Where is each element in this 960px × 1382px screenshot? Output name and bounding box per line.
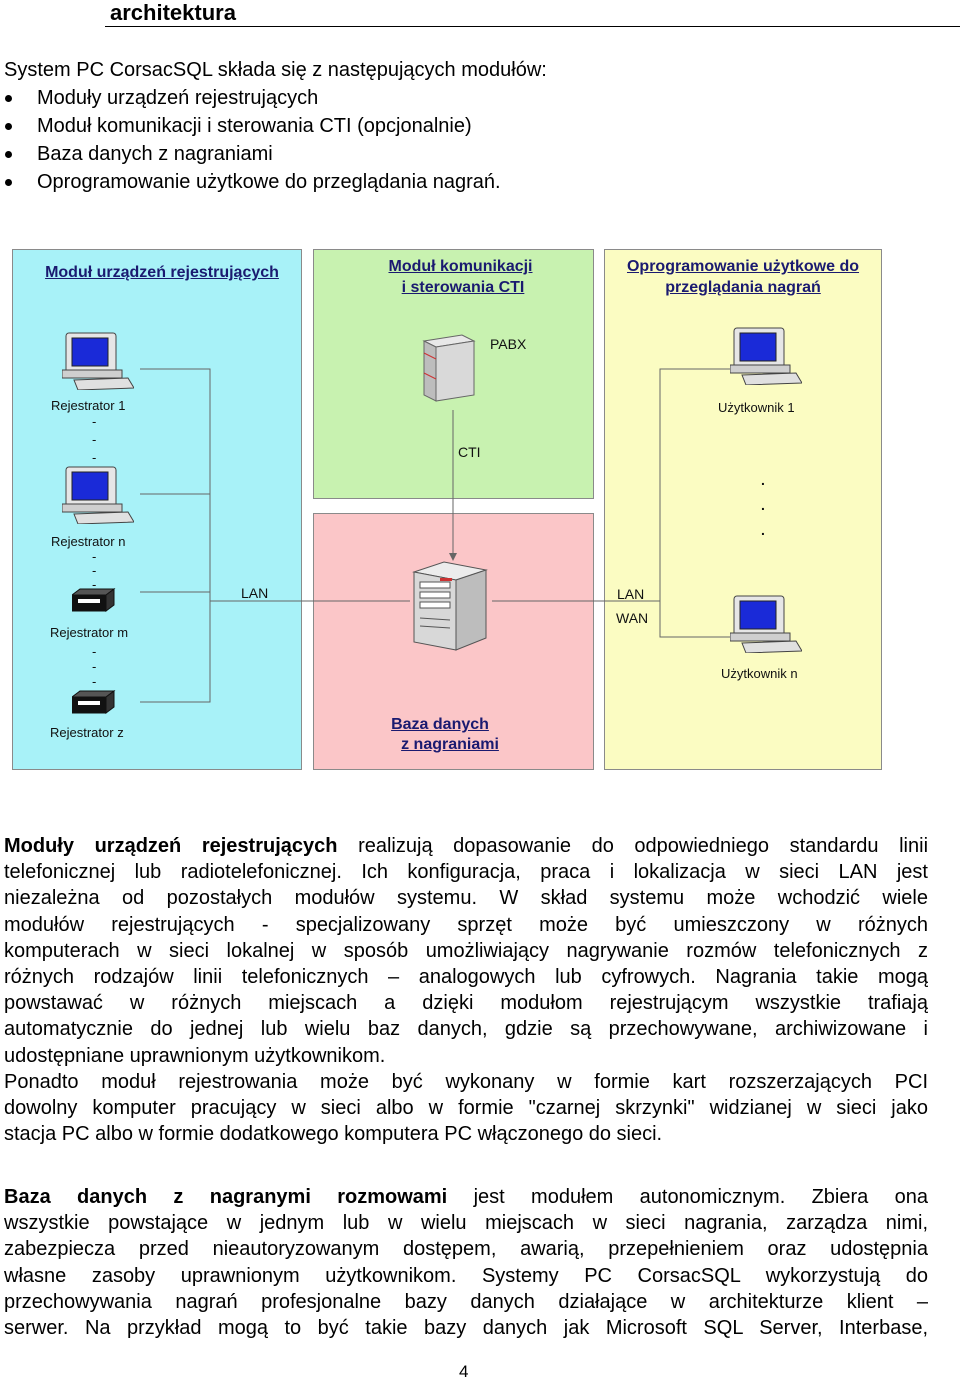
text-line: przechowywania nagrań profesjonalne bazy…: [4, 1290, 928, 1313]
text-line: dowolny komputer pracujący w sieci albo …: [4, 1097, 928, 1120]
bullet-icon: [5, 179, 12, 186]
text-line: realizują dopasowanie do odpowiedniego s…: [358, 835, 929, 857]
dash: -: [92, 563, 97, 578]
connection-lines: [140, 368, 730, 703]
user-n-computer-icon: [730, 595, 802, 653]
recorder-z-blackbox-icon: [72, 690, 116, 714]
ellipsis-dot: .: [761, 522, 765, 538]
dash: -: [92, 414, 97, 429]
list-item-label: Moduły urządzeń rejestrujących: [37, 87, 319, 109]
list-item: Baza danych z nagraniami: [0, 140, 501, 168]
bullet-icon: [5, 123, 12, 130]
recorder-1-computer-icon: [62, 332, 134, 390]
panel-user-title-line2: przeglądania nagrań: [665, 279, 821, 296]
text-line: różnych rodzajów linii telefonicznych – …: [4, 966, 928, 989]
text-line: automatycznie do jednej lub wielu baz da…: [4, 1018, 928, 1041]
bullet-icon: [5, 95, 12, 102]
panel-left-title: Moduł urządzeń rejestrujących: [45, 264, 279, 281]
text-line: powstawać w różnych miejscach a dzięki m…: [4, 992, 928, 1015]
pabx-cabinet-icon: [422, 334, 476, 402]
list-item: Moduły urządzeń rejestrujących: [0, 84, 501, 112]
module-list: Moduły urządzeń rejestrujących Moduł kom…: [0, 84, 501, 196]
list-item-label: Oprogramowanie użytkowe do przeglądania …: [37, 171, 501, 193]
panel-cti-title-line1: Moduł komunikacji: [388, 258, 533, 275]
text-line: zabezpiecza przed nieautoryzowanym dostę…: [4, 1238, 928, 1261]
text-line: Ponadto moduł rejestrowania może być wyk…: [4, 1070, 928, 1093]
lan-right-label: LAN: [617, 586, 645, 602]
list-item: Moduł komunikacji i sterowania CTI (opcj…: [0, 112, 501, 140]
text-line: udostępniane uprawnionym użytkownikom.: [4, 1044, 386, 1067]
dash: -: [92, 432, 97, 447]
intro-text: System PC CorsacSQL składa się z następu…: [4, 59, 547, 81]
text-line: komputerach w sieci lokalnej w sposób um…: [4, 939, 928, 962]
ellipsis-dot: .: [761, 472, 765, 488]
text-line: własne zasoby uprawnionym użytkownikom. …: [4, 1264, 928, 1287]
ellipsis-dot: .: [761, 497, 765, 513]
recorder-m-label: Rejestrator m: [50, 625, 129, 640]
recorder-1-label: Rejestrator 1: [51, 398, 126, 413]
list-item: Oprogramowanie użytkowe do przeglądania …: [0, 168, 501, 196]
paragraph-bold-lead: Moduły urządzeń rejestrujących: [4, 835, 338, 857]
user-1-computer-icon: [730, 327, 802, 385]
dash: -: [92, 659, 97, 674]
database-server-icon: [412, 561, 488, 651]
cti-label: CTI: [458, 444, 481, 460]
text-line: jest modułem autonomicznym. Zbiera ona: [473, 1186, 928, 1208]
recorder-m-blackbox-icon: [72, 588, 116, 612]
text-line: serwer. Na przykład mogą to być takie ba…: [4, 1317, 928, 1340]
text-line: modułów rejestrujących - specjalizowany …: [4, 913, 928, 936]
text-line: stacja PC albo w formie dodatkowego komp…: [4, 1123, 663, 1146]
dash: -: [92, 450, 97, 465]
dash: -: [92, 644, 97, 659]
panel-db-title-line1: Baza danych: [391, 716, 489, 733]
text-line: niezależna od pozostałych modułów system…: [4, 887, 928, 910]
recorder-n-label: Rejestrator n: [51, 534, 126, 549]
text-line: telefonicznej lub radiotelefonicznej. Ic…: [4, 861, 928, 884]
paragraph-database: Baza danych z nagranymi rozmowami jest m…: [4, 1184, 928, 1341]
list-item-label: Baza danych z nagraniami: [37, 143, 273, 165]
lan-left-label: LAN: [241, 585, 269, 601]
paragraph-bold-lead: Baza danych z nagranymi rozmowami: [4, 1186, 448, 1208]
panel-recording-modules: [12, 249, 302, 770]
dash: -: [92, 577, 97, 592]
bullet-icon: [5, 151, 12, 158]
page-number: 4: [459, 1362, 469, 1381]
panel-db-title-line2: z nagraniami: [401, 736, 499, 753]
list-item-label: Moduł komunikacji i sterowania CTI (opcj…: [37, 115, 472, 137]
heading-rule: [105, 26, 960, 27]
architecture-diagram: Moduł urządzeń rejestrujących Moduł komu…: [0, 245, 900, 775]
section-heading: architektura: [110, 0, 236, 25]
pabx-label: PABX: [490, 336, 527, 352]
text-line: wszystkie powstające w jednym lub w wiel…: [4, 1212, 928, 1235]
user-1-label: Użytkownik 1: [718, 400, 795, 415]
user-n-label: Użytkownik n: [721, 666, 798, 681]
recorder-z-label: Rejestrator z: [50, 725, 124, 740]
dash: -: [92, 674, 97, 689]
paragraph-recording-modules: Moduły urządzeń rejestrujących realizują…: [4, 833, 928, 1147]
wan-label: WAN: [616, 610, 649, 626]
panel-cti-title-line2: i sterowania CTI: [401, 279, 525, 296]
recorder-n-computer-icon: [62, 466, 134, 524]
dash: -: [92, 549, 97, 564]
panel-user-title-line1: Oprogramowanie użytkowe do: [626, 258, 860, 275]
